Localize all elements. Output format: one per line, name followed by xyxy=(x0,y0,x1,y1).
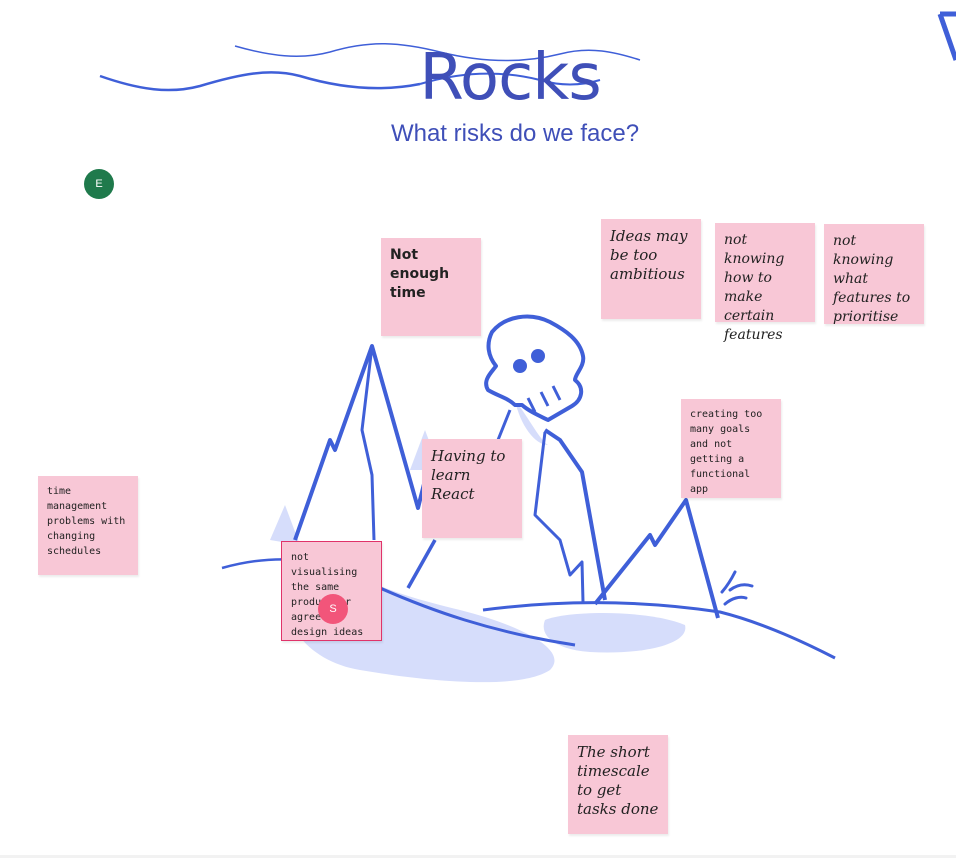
sticky-note[interactable]: not knowing what features to prioritise xyxy=(824,224,924,325)
sticky-note[interactable]: not knowing how to make certain features xyxy=(715,223,815,343)
board-subtitle: What risks do we face? xyxy=(390,120,640,147)
wave-decoration xyxy=(419,72,601,86)
sticky-note[interactable]: The short timescale to get tasks done xyxy=(568,735,668,834)
skull-icon xyxy=(484,314,586,422)
board-title: Rocks xyxy=(419,41,601,115)
wave-decoration xyxy=(99,71,421,92)
wave-decoration xyxy=(234,43,641,62)
collaborator-avatar[interactable]: E xyxy=(84,169,114,199)
sticky-note[interactable]: time management problems with changing s… xyxy=(38,476,138,575)
sticky-note[interactable]: Ideas may be too ambitious xyxy=(601,219,701,319)
sticky-note[interactable]: creating too many goals and not getting … xyxy=(681,399,781,498)
sticky-note[interactable]: Having to learn React xyxy=(422,439,522,538)
sticky-note-selected[interactable]: not visualising the same product or agre… xyxy=(281,541,382,641)
sticky-note[interactable]: Not enough time xyxy=(381,238,481,336)
collaborator-cursor-avatar[interactable]: S xyxy=(318,594,348,624)
canvas-bottom-edge xyxy=(0,855,956,858)
